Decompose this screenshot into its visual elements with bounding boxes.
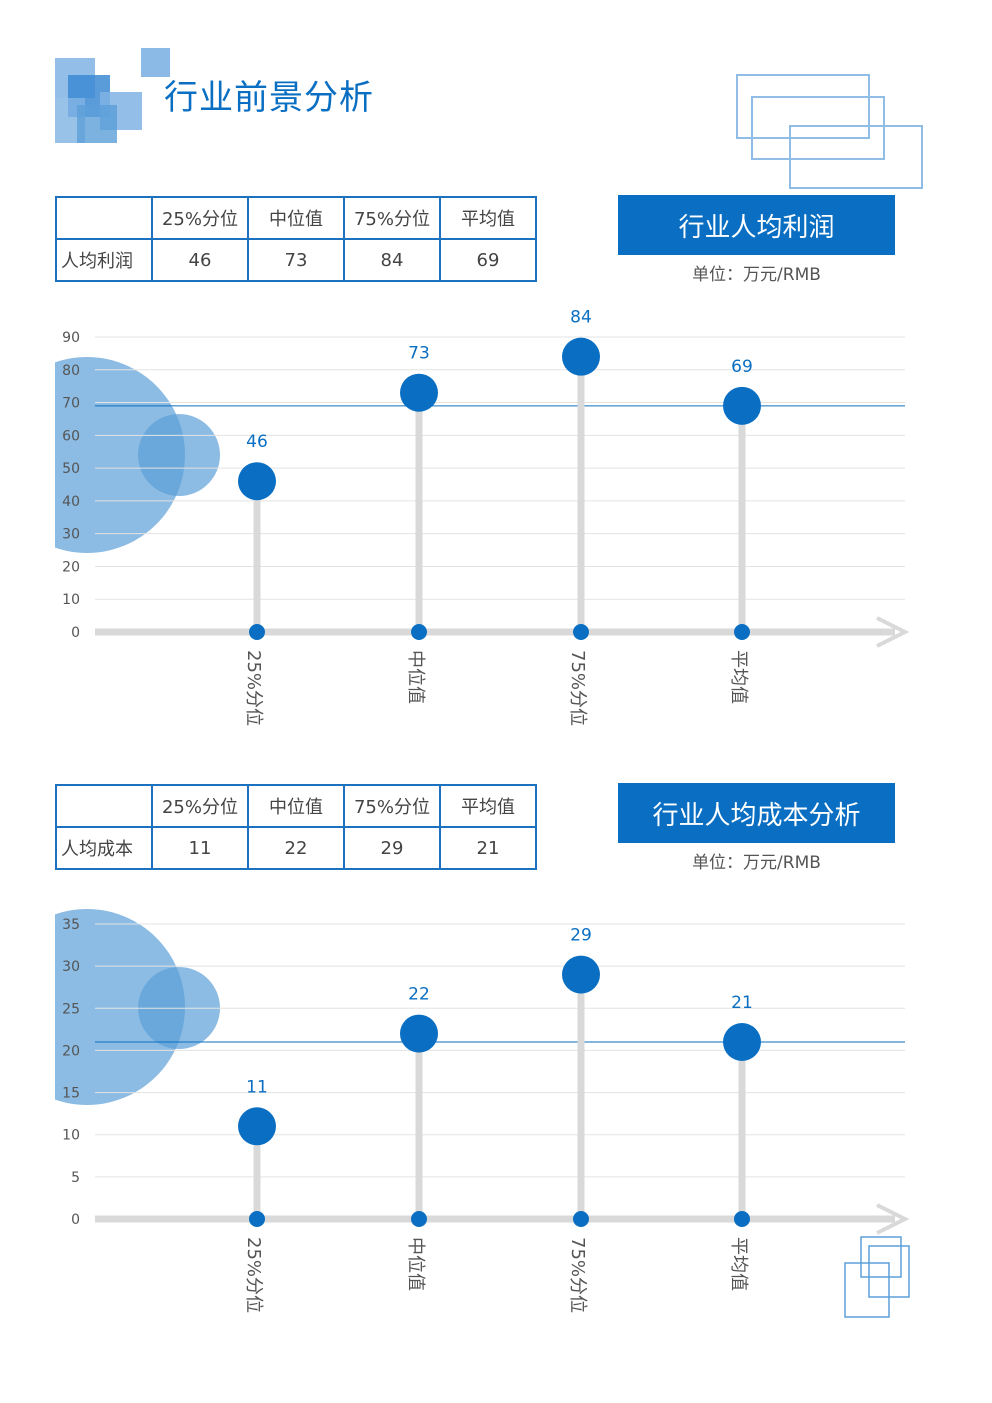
table-cell: 22 — [247, 826, 345, 870]
table-header-cell: 25%分位 — [151, 196, 249, 240]
profit-table: 25%分位 中位值 75%分位 平均值 人均利润 46 73 84 69 — [55, 196, 537, 282]
y-tick-label: 20 — [62, 559, 80, 575]
y-tick-label: 10 — [62, 1128, 80, 1144]
data-label: 84 — [570, 308, 592, 328]
y-tick-label: 80 — [62, 363, 80, 379]
profit-banner: 行业人均利润 — [618, 195, 895, 255]
x-axis-arrow — [876, 1203, 910, 1235]
axis-point — [411, 624, 427, 640]
decor-mask — [0, 897, 55, 1117]
table-header-cell: 中位值 — [247, 196, 345, 240]
profit-lollipop-chart: 0 10 20 30 40 50 60 70 80 90 46 25%分位 73 中位值 84 75%分位 69… — [0, 308, 910, 726]
table-header-cell: 平均值 — [439, 784, 537, 828]
table-cell: 69 — [439, 238, 537, 282]
table-cell: 73 — [247, 238, 345, 282]
table-header-cell: 中位值 — [247, 784, 345, 828]
table-row-label: 人均成本 — [55, 826, 153, 870]
axis-point — [411, 1211, 427, 1227]
data-point — [238, 1107, 276, 1146]
table-header-row: 25%分位 中位值 75%分位 平均值 — [55, 784, 537, 828]
y-tick-label: 90 — [62, 330, 80, 346]
table-header-cell — [55, 784, 153, 828]
x-category-label: 75%分位 — [567, 1237, 588, 1313]
y-tick-label: 40 — [62, 494, 80, 510]
x-category-label: 中位值 — [405, 1237, 426, 1291]
data-point — [723, 386, 761, 425]
table-row: 人均成本 11 22 29 21 — [55, 826, 537, 870]
x-category-label: 25%分位 — [243, 650, 264, 726]
y-tick-label: 0 — [71, 625, 80, 641]
data-point — [238, 462, 276, 501]
y-tick-label: 10 — [62, 592, 80, 608]
y-tick-label: 20 — [62, 1043, 80, 1059]
table-cell: 29 — [343, 826, 441, 870]
table-header-row: 25%分位 中位值 75%分位 平均值 — [55, 196, 537, 240]
data-label: 69 — [731, 357, 753, 377]
profit-unit-label: 单位：万元/RMB — [692, 265, 821, 285]
decor-outline-squares-top-right — [736, 74, 923, 189]
data-label: 11 — [246, 1077, 268, 1097]
axis-point — [734, 1211, 750, 1227]
cost-table: 25%分位 中位值 75%分位 平均值 人均成本 11 22 29 21 — [55, 784, 537, 870]
data-point — [400, 373, 438, 412]
table-header-cell: 75%分位 — [343, 196, 441, 240]
y-tick-label: 70 — [62, 396, 80, 412]
table-cell: 46 — [151, 238, 249, 282]
y-tick-label: 50 — [62, 461, 80, 477]
axis-point — [573, 624, 589, 640]
y-tick-label: 60 — [62, 428, 80, 444]
table-cell: 84 — [343, 238, 441, 282]
table-cell: 11 — [151, 826, 249, 870]
data-point — [562, 337, 600, 376]
data-label: 29 — [570, 926, 592, 946]
table-header-cell: 75%分位 — [343, 784, 441, 828]
y-tick-label: 30 — [62, 527, 80, 543]
table-header-cell: 25%分位 — [151, 784, 249, 828]
axis-point — [249, 1211, 265, 1227]
data-label: 21 — [731, 993, 753, 1013]
y-tick-label: 25 — [62, 1001, 80, 1017]
data-label: 46 — [246, 432, 268, 452]
x-category-label: 25%分位 — [243, 1237, 264, 1313]
table-row: 人均利润 46 73 84 69 — [55, 238, 537, 282]
y-tick-label: 5 — [71, 1170, 80, 1186]
x-axis-arrow — [876, 616, 910, 648]
data-point — [400, 1014, 438, 1053]
x-category-label: 平均值 — [728, 650, 749, 704]
y-tick-label: 35 — [62, 917, 80, 933]
axis-point — [573, 1211, 589, 1227]
table-row-label: 人均利润 — [55, 238, 153, 282]
data-label: 22 — [408, 985, 430, 1005]
decor-mask — [0, 345, 55, 565]
data-label: 73 — [408, 344, 430, 364]
cost-unit-label: 单位：万元/RMB — [692, 853, 821, 873]
cost-banner: 行业人均成本分析 — [618, 783, 895, 843]
table-header-cell — [55, 196, 153, 240]
x-category-label: 75%分位 — [567, 650, 588, 726]
data-point — [562, 955, 600, 994]
x-category-label: 中位值 — [405, 650, 426, 704]
y-tick-label: 30 — [62, 959, 80, 975]
axis-point — [734, 624, 750, 640]
axis-point — [249, 624, 265, 640]
page-title: 行业前景分析 — [164, 78, 374, 118]
decor-outline-squares-bottom-right — [844, 1236, 910, 1318]
y-tick-label: 15 — [62, 1086, 80, 1102]
y-tick-label: 0 — [71, 1212, 80, 1228]
decor-circle-small — [138, 414, 220, 496]
table-header-cell: 平均值 — [439, 196, 537, 240]
x-category-label: 平均值 — [728, 1237, 749, 1291]
table-cell: 21 — [439, 826, 537, 870]
data-point — [723, 1023, 761, 1061]
